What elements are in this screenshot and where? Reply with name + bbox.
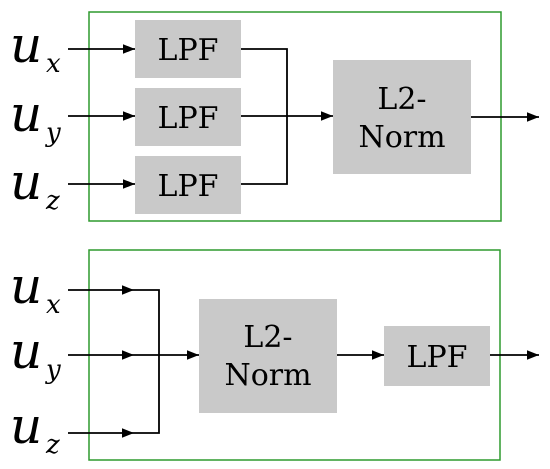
top-input-ux: u x xyxy=(10,16,61,79)
input-subscript-z: z xyxy=(45,430,60,460)
bottom-input-uy: u y xyxy=(10,322,61,385)
lpf-label: LPF xyxy=(158,101,219,136)
lpf-block-z: LPF xyxy=(135,156,241,214)
norm-label-line1: L2- xyxy=(243,320,292,355)
bottom-diagram: u x u y u z L2- Norm LPF xyxy=(10,249,539,461)
l2-norm-block-bottom: L2- Norm xyxy=(199,299,337,413)
bottom-input-uz: u z xyxy=(10,397,60,460)
input-subscript-y: y xyxy=(45,355,61,385)
input-symbol: u xyxy=(10,257,42,315)
input-subscript-x: x xyxy=(46,49,61,79)
lpf-block-bottom: LPF xyxy=(384,326,490,386)
top-input-uz: u z xyxy=(10,153,60,216)
input-symbol: u xyxy=(10,322,42,380)
bus-wire xyxy=(134,289,160,434)
l2-norm-block-top: L2- Norm xyxy=(333,60,471,174)
norm-box xyxy=(333,60,471,174)
norm-box xyxy=(199,299,337,413)
lpf-label: LPF xyxy=(407,340,468,375)
lpf-box xyxy=(135,156,241,214)
lpf-box xyxy=(135,88,241,146)
lpf-label: LPF xyxy=(158,33,219,68)
norm-label-line2: Norm xyxy=(358,120,445,155)
input-symbol: u xyxy=(10,153,42,211)
input-subscript-z: z xyxy=(45,186,60,216)
lpf-block-y: LPF xyxy=(135,88,241,146)
lpf-box xyxy=(135,20,241,78)
input-symbol: u xyxy=(10,85,42,143)
top-diagram: u x u y u z LPF LPF LPF xyxy=(10,11,539,222)
lpf-block-x: LPF xyxy=(135,20,241,78)
input-symbol: u xyxy=(10,397,42,455)
input-subscript-y: y xyxy=(45,118,61,148)
lpf-box xyxy=(384,326,490,386)
lpf-label: LPF xyxy=(158,169,219,204)
top-input-uy: u y xyxy=(10,85,61,148)
input-subscript-x: x xyxy=(46,290,61,320)
bottom-input-ux: u x xyxy=(10,257,61,320)
norm-label-line2: Norm xyxy=(224,358,311,393)
input-symbol: u xyxy=(10,16,42,74)
norm-label-line1: L2- xyxy=(377,82,426,117)
